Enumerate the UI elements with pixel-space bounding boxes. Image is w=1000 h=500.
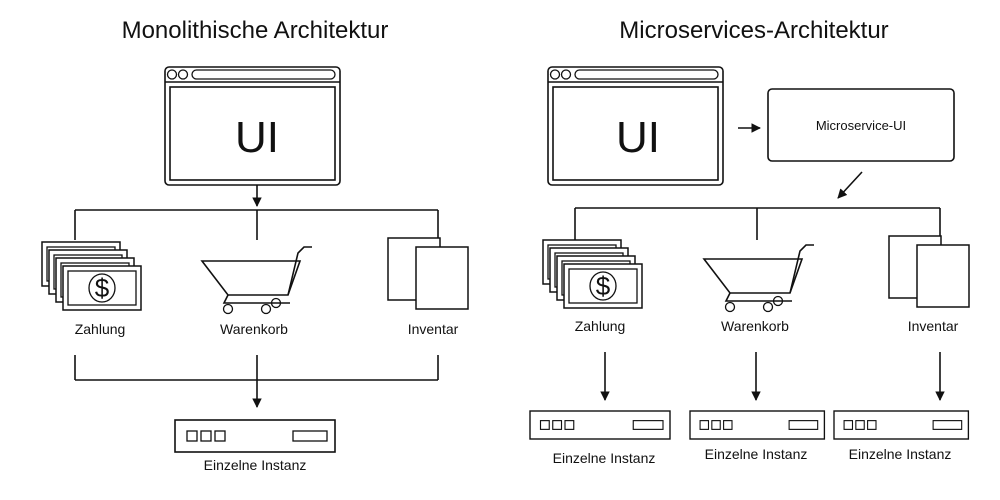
- microservices-cart-label: Warenkorb: [721, 318, 789, 334]
- monolith-payment-label: Zahlung: [75, 321, 126, 337]
- monolith-inventory-label: Inventar: [408, 321, 459, 337]
- instance-payment: Einzelne Instanz: [529, 410, 671, 466]
- monolith-connectors: [74, 185, 439, 408]
- shopping-cart-icon: [703, 244, 815, 313]
- microservice-ui-label: Microservice-UI: [816, 118, 906, 133]
- microservices-inventory: Inventar: [888, 235, 970, 334]
- monolith-inventory: Inventar: [387, 237, 469, 337]
- dollar-sign: $: [95, 273, 110, 303]
- microservice-ui-box: Microservice-UI: [767, 88, 955, 162]
- monolith-payment: $ Zahlung: [41, 241, 142, 337]
- documents-icon: [387, 237, 469, 310]
- microservices-title: Microservices-Architektur: [619, 17, 888, 44]
- monolith-instance-label: Einzelne Instanz: [204, 457, 307, 473]
- instance-cart: Einzelne Instanz: [689, 410, 826, 462]
- service-to-bus-arrow: [837, 171, 863, 199]
- monolith-ui-window: UI: [164, 66, 341, 186]
- server-icon: [174, 419, 336, 453]
- server-icon: [529, 410, 671, 440]
- microservices-inventory-label: Inventar: [908, 318, 959, 334]
- microservices-ui-window: UI: [547, 66, 724, 186]
- instance-label: Einzelne Instanz: [849, 446, 952, 462]
- monolith-ui-label: UI: [235, 113, 279, 162]
- server-icon: [833, 410, 970, 440]
- server-icon: [689, 410, 826, 440]
- instance-label: Einzelne Instanz: [553, 450, 656, 466]
- money-stack-icon: $: [542, 239, 643, 309]
- microservices-ui-label: UI: [616, 113, 660, 162]
- microservices-connectors: [574, 171, 945, 401]
- instance-inventory: Einzelne Instanz: [833, 410, 970, 462]
- monolith-title: Monolithische Architektur: [122, 17, 389, 44]
- documents-icon: [888, 235, 970, 308]
- shopping-cart-icon: [201, 246, 313, 315]
- monolith-instance: Einzelne Instanz: [174, 419, 336, 473]
- money-stack-icon: $: [41, 241, 142, 311]
- microservices-payment: $ Zahlung: [542, 239, 643, 334]
- monolith-cart-label: Warenkorb: [220, 321, 288, 337]
- microservices-payment-label: Zahlung: [575, 318, 626, 334]
- monolith-cart: Warenkorb: [201, 246, 313, 337]
- instance-label: Einzelne Instanz: [705, 446, 808, 462]
- microservices-cart: Warenkorb: [703, 244, 815, 334]
- dollar-sign: $: [596, 271, 611, 301]
